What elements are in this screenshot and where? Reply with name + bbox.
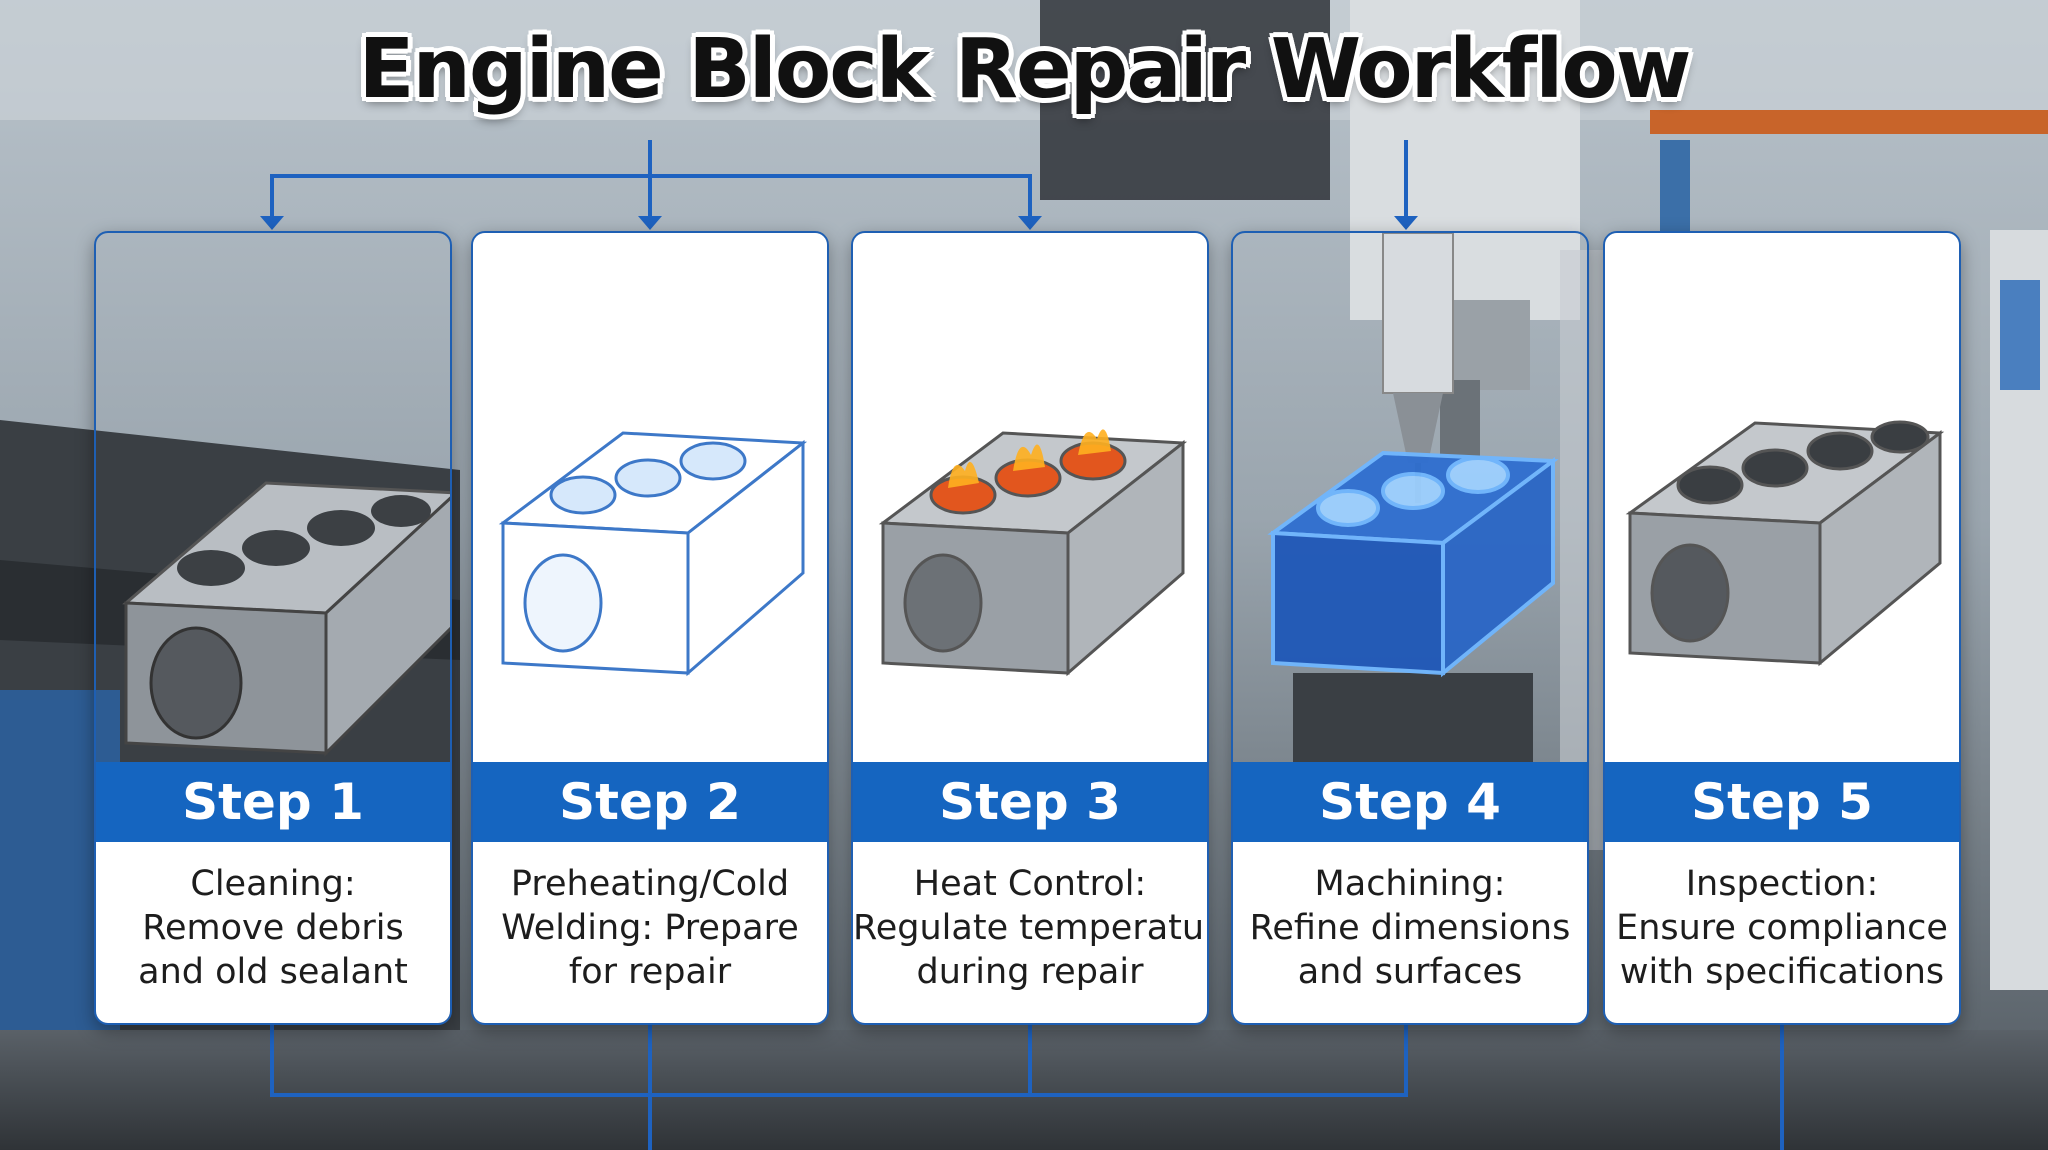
step-1-label: Step 1 [96,762,450,842]
step-3-label: Step 3 [853,762,1207,842]
step-5-image [1605,233,1959,762]
page-title: Engine Block Repair Workflow [358,22,1692,117]
step-5-description: Inspection: Ensure compliance with speci… [1605,842,1959,1023]
connector-arrows [260,216,1418,230]
step-card-1: Step 1 Cleaning: Remove debris and old s… [94,231,452,1025]
engine-block-photo-icon [122,481,450,757]
step-4-description: Machining: Refine dimensions and surface… [1233,842,1587,1023]
engine-block-inspected-icon [1625,420,1945,667]
step-1-description: Cleaning: Remove debris and old sealant [96,842,450,1023]
step-5-label: Step 5 [1605,762,1959,842]
step-2-description: Preheating/Cold Welding: Prepare for rep… [473,842,827,1023]
step-card-2: Step 2 Preheating/Cold Welding: Prepare … [471,231,829,1025]
step-card-4: Step 4 Machining: Refine dimensions and … [1231,231,1589,1025]
engine-block-milling-icon [1267,233,1559,762]
step-4-label: Step 4 [1233,762,1587,842]
step-2-label: Step 2 [473,762,827,842]
step-3-description: Heat Control: Regulate temperature durin… [853,842,1207,1023]
step-3-image [853,233,1207,762]
step-1-image [96,233,450,762]
step-2-image [473,233,827,762]
connector-lines [270,140,1784,1150]
engine-block-outline-icon [498,431,808,677]
step-card-5: Step 5 Inspection: Ensure compliance wit… [1603,231,1961,1025]
engine-block-flames-icon [878,429,1188,677]
step-card-3: Step 3 Heat Control: Regulate temperatur… [851,231,1209,1025]
step-4-image [1233,233,1587,762]
